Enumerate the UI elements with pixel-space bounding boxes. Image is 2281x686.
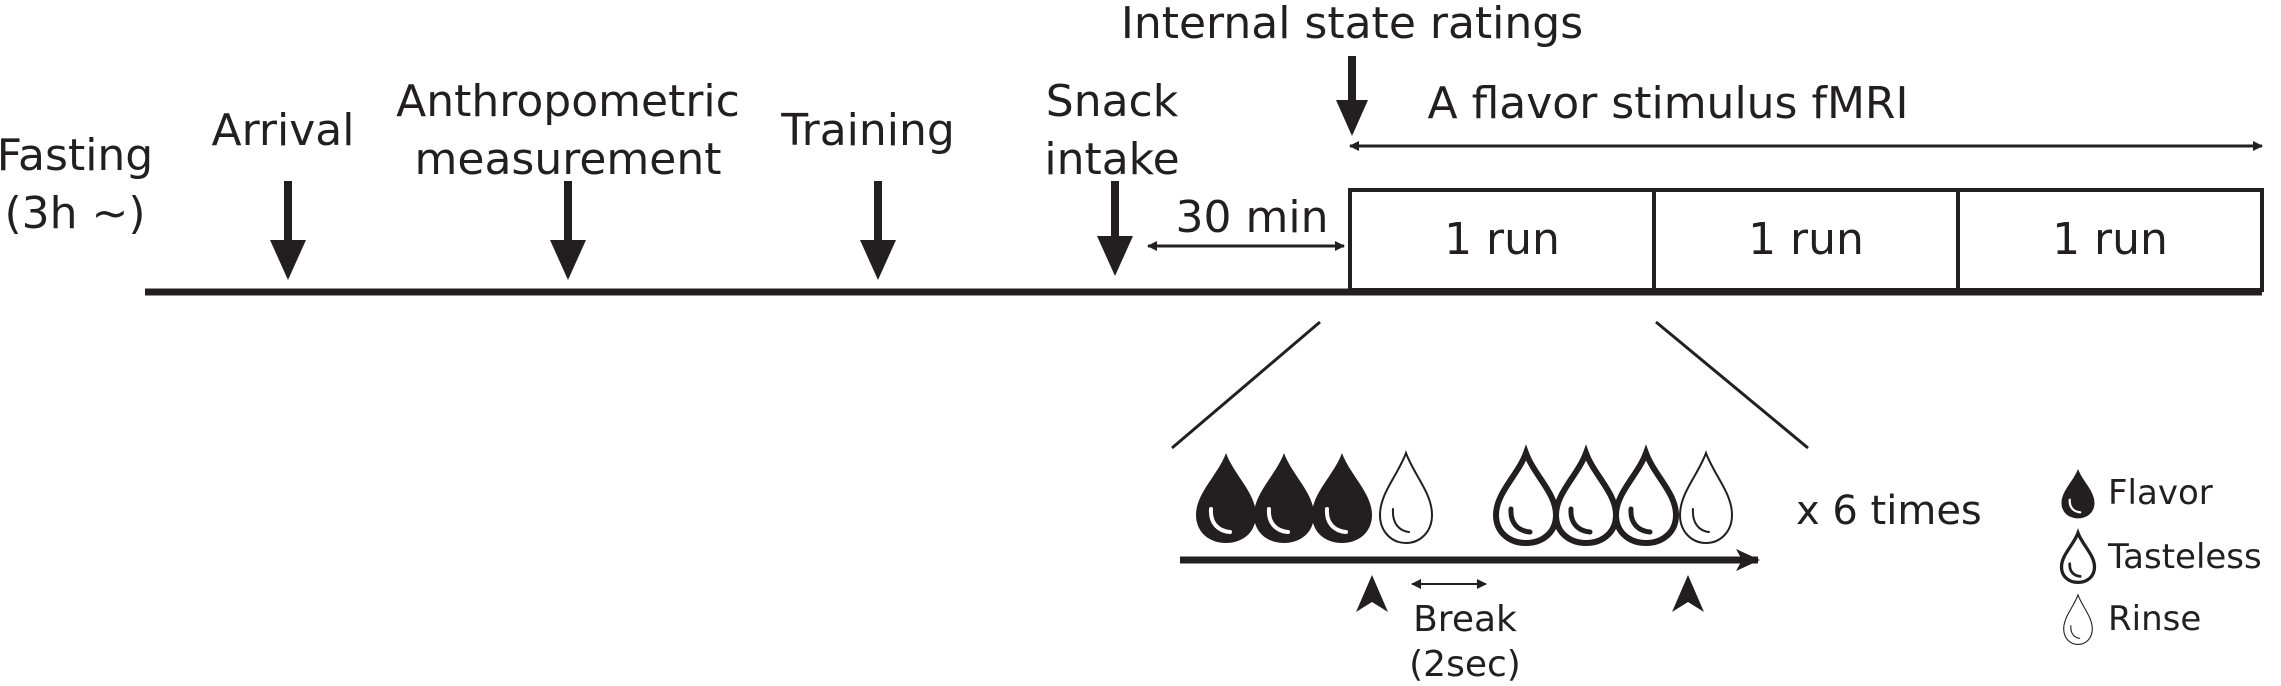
legend: Flavor Tasteless Rinse — [2059, 467, 2262, 645]
run-box-3 — [1956, 188, 2264, 292]
drop-tasteless-icon — [1616, 453, 1676, 543]
repeat-count-label: x 6 times — [1796, 488, 1982, 534]
training-label: Training — [780, 105, 955, 156]
zoom-line-left — [1171, 320, 1321, 450]
fmri-label: A flavor stimulus fMRI — [1428, 78, 1909, 129]
drop-rinse-icon — [1379, 452, 1433, 544]
run-label: 1 run — [1444, 214, 1560, 265]
measurement-label: measurement — [415, 134, 722, 185]
drop-rinse-icon — [1679, 452, 1733, 544]
run-label: 1 run — [1748, 214, 1864, 265]
drop-flavor-icon — [1194, 451, 1258, 545]
legend-tasteless-icon — [2059, 531, 2097, 585]
legend-tasteless-label: Tasteless — [2107, 537, 2262, 577]
snack-arrow-icon — [1097, 181, 1133, 276]
run-label: 1 run — [2052, 214, 2168, 265]
drop-tasteless-icon — [1496, 453, 1556, 543]
anthropometric-arrow-icon — [550, 181, 586, 280]
arrival-arrow-icon — [270, 181, 306, 280]
intake-label: intake — [1044, 134, 1179, 185]
anthropometric-label: Anthropometric — [396, 76, 740, 127]
arrival-label: Arrival — [212, 105, 355, 156]
break-label: Break — [1413, 599, 1517, 640]
internal-state-arrow-icon — [1336, 56, 1368, 136]
internal-state-label: Internal state ratings — [1121, 0, 1583, 49]
break-start-marker-icon — [1356, 575, 1388, 612]
legend-flavor-label: Flavor — [2108, 473, 2213, 513]
drop-tasteless-icon — [1556, 453, 1616, 543]
drop-flavor-icon — [1310, 451, 1374, 545]
legend-rinse-label: Rinse — [2108, 599, 2201, 639]
legend-flavor-icon — [2060, 467, 2096, 520]
fasting-duration-label: (3h ~) — [4, 188, 145, 239]
legend-rinse-icon — [2063, 594, 2093, 645]
break-duration-label: (2sec) — [1409, 644, 1521, 685]
snack-label: Snack — [1046, 76, 1179, 127]
training-arrow-icon — [860, 181, 896, 280]
wait-duration-label: 30 min — [1176, 192, 1329, 243]
zoom-line-right — [1655, 320, 1809, 450]
fasting-label: Fasting — [0, 130, 153, 181]
drop-flavor-icon — [1252, 451, 1316, 545]
break-end-marker-icon — [1672, 575, 1704, 612]
